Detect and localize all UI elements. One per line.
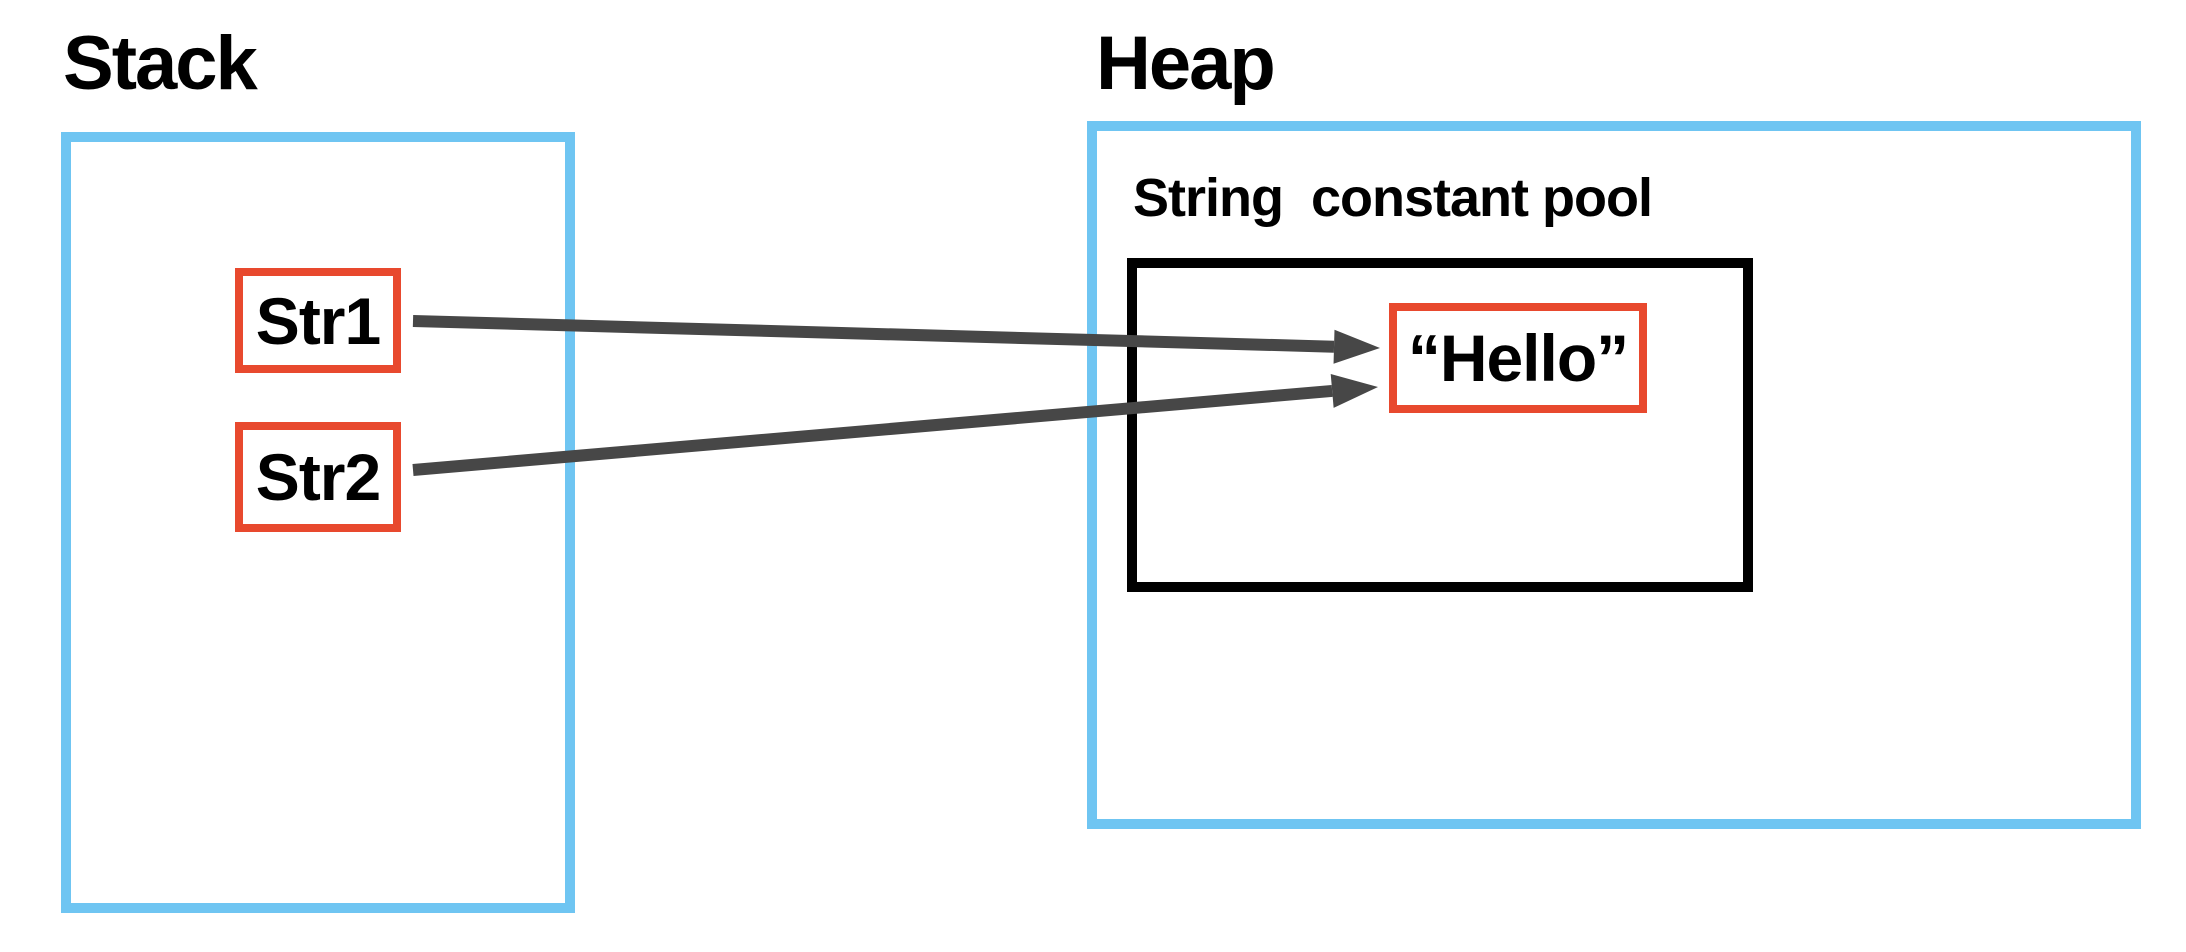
heap-string-literal-hello: “Hello” <box>1389 303 1647 413</box>
heap-string-literal-hello-label: “Hello” <box>1407 321 1629 395</box>
stack-variable-str2-label: Str2 <box>255 440 381 514</box>
stack-variable-str1: Str1 <box>235 268 401 373</box>
string-constant-pool-label: String constant pool <box>1133 168 1653 228</box>
stack-title: Stack <box>63 21 258 106</box>
stack-variable-str1-label: Str1 <box>255 283 381 358</box>
stack-container-box <box>61 132 575 913</box>
stack-variable-str2: Str2 <box>235 422 401 532</box>
heap-title: Heap <box>1096 21 1276 106</box>
